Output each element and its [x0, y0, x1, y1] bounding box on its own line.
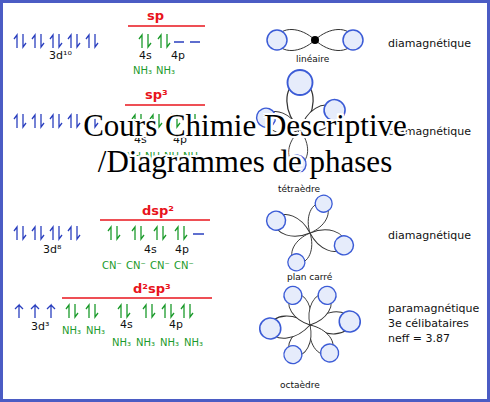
orbital-label: 4p: [169, 319, 183, 331]
ligand-label: CN⁻: [102, 260, 122, 271]
magnetism-label: diamagnétique: [388, 230, 471, 242]
orbital-label: 4s: [120, 319, 133, 331]
orbital-arrows: [14, 34, 98, 48]
ligand-label: CN⁻: [126, 260, 146, 271]
orbital-label: 4s: [144, 244, 157, 256]
linear-geometry: [267, 29, 363, 50]
hybrid-label: sp³: [145, 88, 168, 102]
geometry-label: octaèdre: [280, 381, 320, 391]
ligand-label: NH₃: [86, 325, 105, 336]
ligand-label: NH₃: [136, 337, 155, 348]
hybrid-label: d²sp³: [133, 282, 171, 296]
octahedral-geometry: [259, 283, 361, 367]
square-planar-geometry: [264, 192, 357, 274]
geometry-label: plan carré: [287, 273, 332, 283]
orbital-label: 3d⁸: [43, 244, 61, 256]
empty-orbital: [174, 41, 200, 43]
ligand-arrows: [66, 304, 193, 318]
ligand-arrows: [139, 34, 170, 48]
hybrid-bar: [62, 297, 212, 299]
orbital-arrows: [15, 305, 55, 318]
geometry-label: linéaire: [296, 55, 329, 65]
watermark: Cours Chimie Descriptive /Diagrammes de …: [35, 108, 455, 180]
ligand-label: NH₃: [160, 337, 179, 348]
hybrid-bar: [125, 104, 205, 106]
ligand-label: NH₃: [184, 337, 203, 348]
orbital-arrows: [14, 226, 80, 240]
empty-orbital: [193, 233, 204, 235]
effective-moment: neff = 3.87: [388, 333, 450, 345]
magnetism-label: diamagnétique: [388, 38, 471, 50]
hybrid-bar: [128, 25, 205, 27]
ligand-arrows: [108, 226, 187, 240]
ligand-label: NH₃: [62, 325, 81, 336]
geometry-label: tétraèdre: [278, 185, 320, 195]
magnetism-label: paramagnétique: [388, 303, 479, 315]
ligand-label: NH₃: [133, 65, 152, 76]
orbital-label: 3d³: [31, 321, 49, 333]
hybrid-label: sp: [147, 9, 164, 23]
hybrid-bar: [100, 219, 210, 221]
electron-count: 3e célibataires: [388, 318, 469, 330]
orbital-label: 4p: [175, 244, 189, 256]
ligand-label: NH₃: [156, 65, 175, 76]
hybrid-label: dsp²: [142, 204, 174, 218]
orbital-label: 3d¹⁰: [49, 50, 72, 62]
ligand-label: CN⁻: [174, 260, 194, 271]
orbital-label: 4s: [139, 50, 152, 62]
orbital-label: 4p: [171, 50, 185, 62]
ligand-label: CN⁻: [150, 260, 170, 271]
ligand-label: NH₃: [112, 337, 131, 348]
